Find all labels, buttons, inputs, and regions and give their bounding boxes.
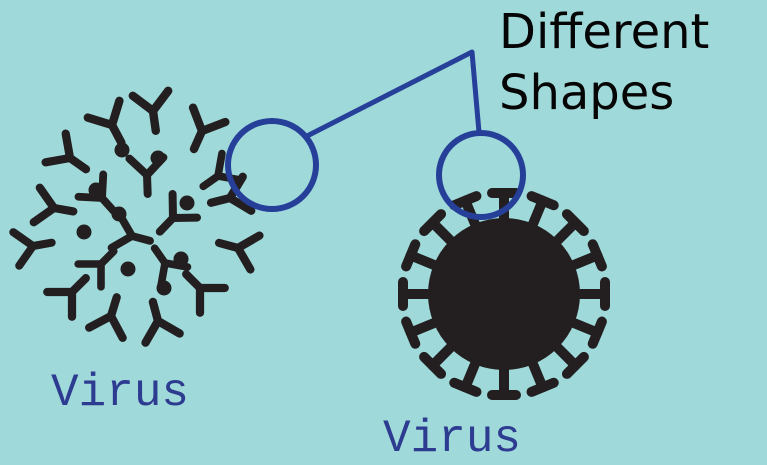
virus-spike-cap-8 [532,383,554,392]
virus-antibody-shape-5 [34,188,77,229]
virus-particle-dot-3 [89,183,104,198]
virus-particle-dot-8 [157,281,172,296]
callout-connector-line [307,52,479,136]
left-callout-circle [228,121,316,209]
virus-antibody-shape-1 [133,91,174,133]
virus-antibody-shape-7 [47,266,98,317]
virus-antibody-shape-3 [178,108,226,157]
diagram-title: Different Shapes [499,2,761,124]
virus-particle-dot-6 [121,262,136,277]
virus-antibody-shape-2 [88,101,137,151]
virus-particle-dot-5 [77,225,92,240]
right-callout-circle [439,133,523,217]
virus-spike-cap-12 [406,322,415,344]
title-line-different: Different [499,2,761,63]
virus-particle-dot-7 [174,252,189,267]
virus-antibody-shape-8 [89,292,133,338]
virus-particle-dot-2 [151,151,166,166]
virus-particle-dot-9 [112,207,127,222]
right-virus-label: Virus [383,416,521,462]
virus-antibody-shape-11 [215,226,260,269]
spiked-virus-icon [403,193,605,395]
virus-spike-cap-4 [593,244,602,266]
virus-spike-cap-16 [454,196,476,205]
virus-antibody-shape-4 [46,134,96,184]
virus-antibody-shape-15 [112,216,155,257]
virus-antibody-shape-6 [13,226,54,266]
cluster-virus-icon [13,91,259,343]
virus-spike-cap-14 [406,244,415,266]
virus-particle-dot-1 [115,143,130,158]
virus-spike-cap-2 [532,196,554,205]
virus-spike-cap-10 [454,383,476,392]
left-virus-label: Virus [51,370,189,416]
virus-antibody-shape-9 [136,297,180,342]
virus-particle-dot-4 [180,196,195,211]
title-line-shapes: Shapes [499,63,761,124]
virus-spike-cap-6 [593,322,602,344]
